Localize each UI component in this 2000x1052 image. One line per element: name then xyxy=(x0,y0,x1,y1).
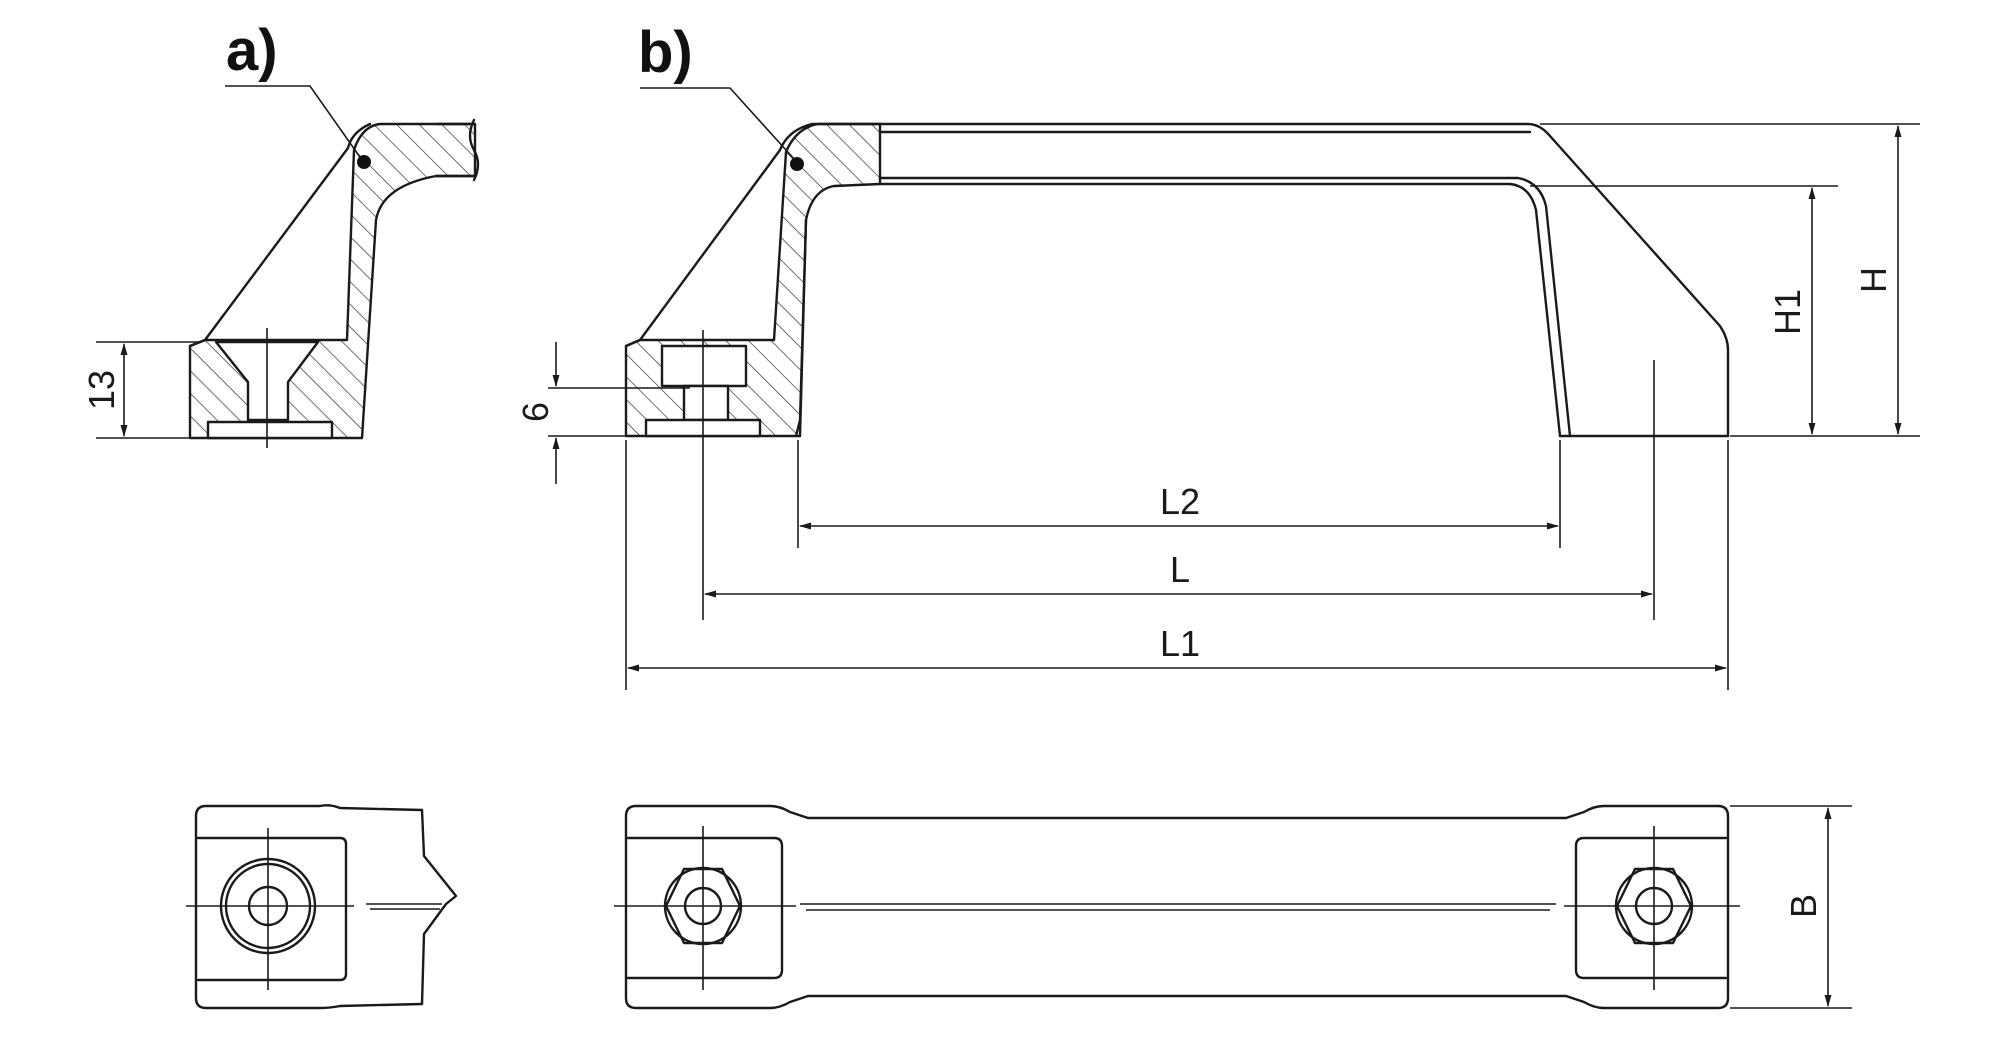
variant-b-top-outline xyxy=(624,804,1730,1010)
variant-a-side-section: a) 13 xyxy=(81,18,480,448)
dim-L-label: L xyxy=(1170,549,1190,590)
dim-H1-label: H1 xyxy=(1767,289,1808,335)
variant-b-leader xyxy=(640,87,796,161)
variant-b-inner-edge xyxy=(798,218,808,438)
variant-a-break-line xyxy=(468,118,480,182)
variant-a-washer xyxy=(206,420,334,440)
dim-B-label: B xyxy=(1783,894,1824,918)
variant-a-leader xyxy=(225,85,363,161)
variant-a-top-outline xyxy=(194,804,424,1010)
variant-b-grip-top xyxy=(878,122,1730,438)
variant-a-dim-13: 13 xyxy=(81,370,122,410)
dim-L1-label: L1 xyxy=(1160,623,1200,664)
variant-a-top-boss xyxy=(196,836,348,982)
variant-b-dim-6: 6 xyxy=(515,402,556,422)
variant-a-label: a) xyxy=(226,18,278,83)
variant-b-top-view: B xyxy=(614,804,1852,1010)
variant-b-label: b) xyxy=(638,20,693,85)
variant-b-marker-dot xyxy=(790,157,804,171)
variant-a-top-view xyxy=(186,804,458,1010)
variant-b-counterbore xyxy=(660,344,748,388)
variant-a-section-body xyxy=(188,122,477,440)
variant-b-top-boss-right xyxy=(1574,836,1728,980)
variant-b-grip-underside-inner xyxy=(878,176,1572,438)
variant-a-marker-dot xyxy=(357,155,371,169)
variant-a-top-break xyxy=(420,808,458,1006)
variant-b-front-face xyxy=(624,122,882,348)
variant-b-grip-underside xyxy=(878,182,1562,438)
dim-L2-label: L2 xyxy=(1160,481,1200,522)
variant-a-grip-outline xyxy=(434,122,476,178)
variant-b-hole xyxy=(682,384,730,422)
variant-b-side-view: b) 6 L2 L L1 H1 H xyxy=(515,20,1920,690)
dim-H-label: H xyxy=(1853,267,1894,293)
variant-a-front-face xyxy=(188,122,372,348)
variant-b-section-body xyxy=(624,122,882,438)
variant-b-top-boss-left xyxy=(626,836,784,980)
